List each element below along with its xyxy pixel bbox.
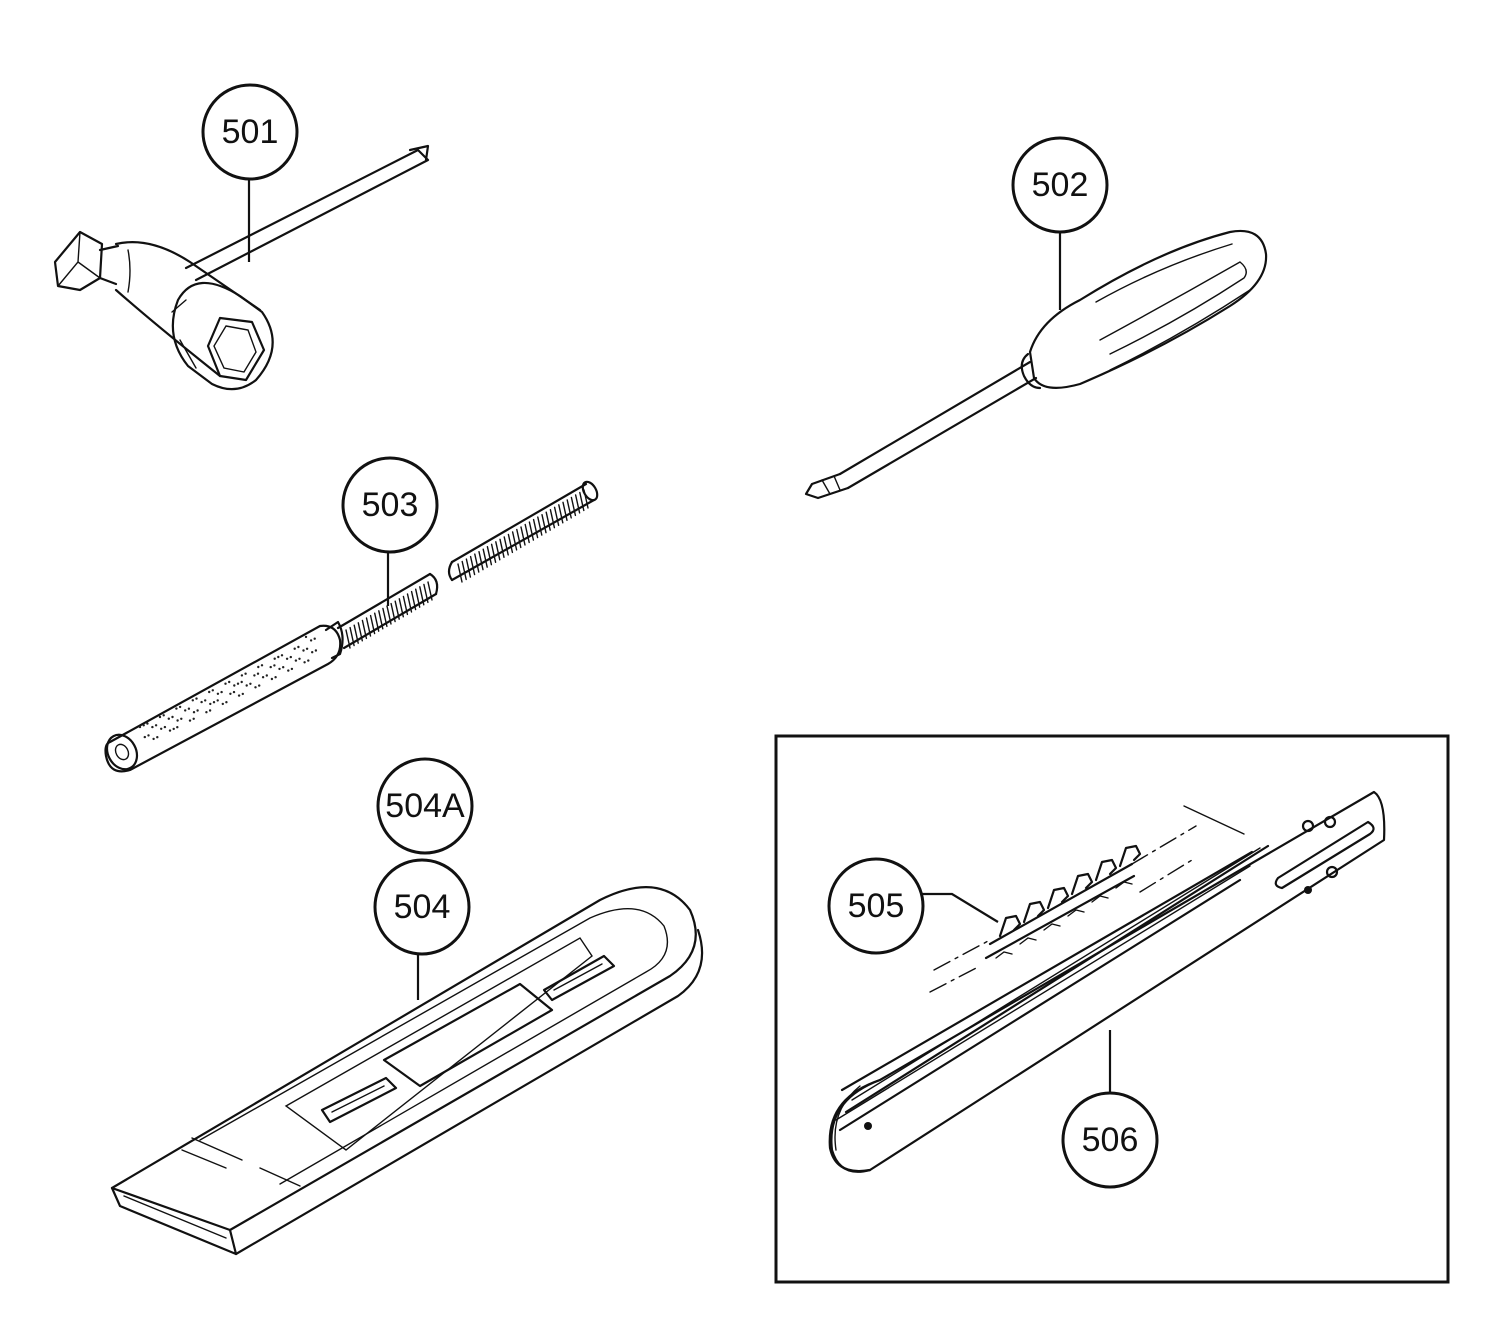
file-teeth-b — [457, 489, 589, 583]
part-504-bar-cover — [110, 886, 704, 1256]
callout-503: 503 — [341, 456, 439, 554]
svg-text:506: 506 — [1082, 1121, 1139, 1159]
svg-text:504A: 504A — [385, 787, 465, 825]
callout-504: 504 — [373, 858, 471, 956]
chain-cutters — [995, 844, 1142, 959]
part-501-combination-wrench — [53, 144, 430, 391]
svg-text:502: 502 — [1032, 166, 1089, 204]
file-teeth-a — [345, 581, 433, 649]
leader-505 — [922, 892, 999, 923]
part-505-saw-chain — [929, 825, 1197, 993]
part-503-round-file — [104, 480, 599, 773]
svg-text:501: 501 — [222, 113, 279, 151]
inset-frame — [774, 734, 1450, 1284]
callout-505: 505 — [827, 857, 925, 955]
callout-502: 502 — [1011, 136, 1109, 234]
callout-501: 501 — [201, 83, 299, 181]
callout-506: 506 — [1061, 1091, 1159, 1189]
svg-text:504: 504 — [394, 888, 451, 926]
file-handle-texture — [138, 635, 318, 741]
callout-504a: 504A — [376, 757, 474, 855]
part-506-guide-bar — [828, 790, 1386, 1173]
svg-text:505: 505 — [848, 887, 905, 925]
part-502-screwdriver — [804, 229, 1268, 500]
svg-text:503: 503 — [362, 486, 419, 524]
